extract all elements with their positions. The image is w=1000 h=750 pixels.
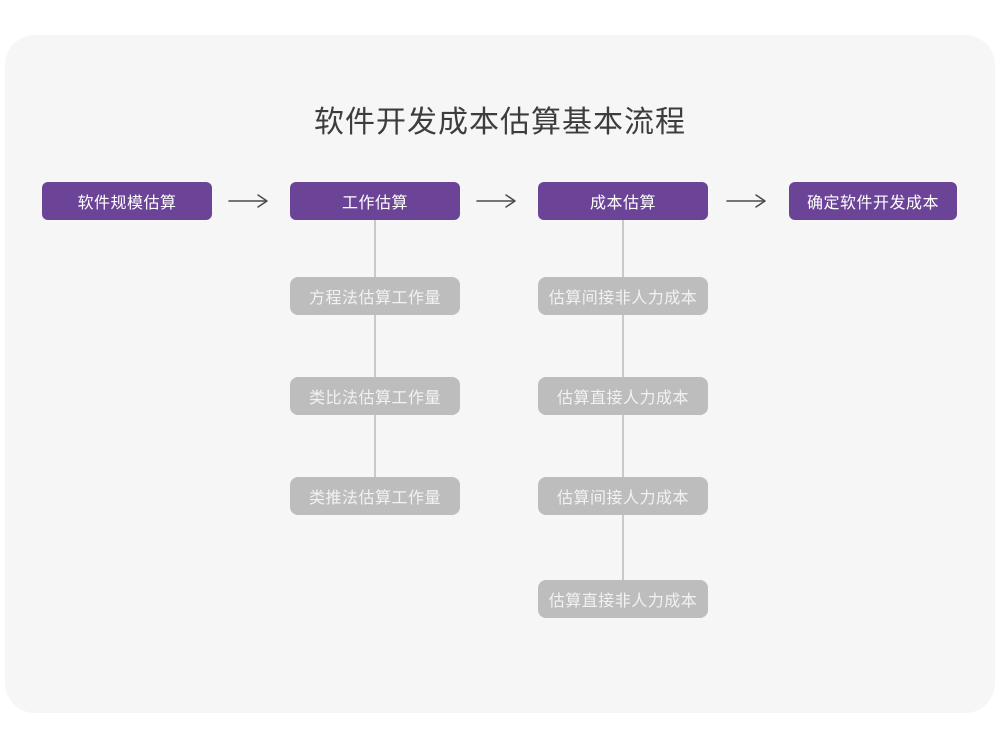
diagram-title: 软件开发成本估算基本流程 bbox=[314, 106, 686, 139]
stage-node-determine-development-cost: 确定软件开发成本 bbox=[789, 182, 957, 220]
cost-step-node-indirect-nonlabor: 估算间接非人力成本 bbox=[538, 277, 708, 315]
method-node-extrapolation: 类推法估算工作量 bbox=[290, 477, 460, 515]
method-node-analogy: 类比法估算工作量 bbox=[290, 377, 460, 415]
method-node-equation: 方程法估算工作量 bbox=[290, 277, 460, 315]
cost-step-node-direct-nonlabor: 估算直接非人力成本 bbox=[538, 580, 708, 618]
cost-step-node-indirect-labor: 估算间接人力成本 bbox=[538, 477, 708, 515]
stage-node-software-scale-estimation: 软件规模估算 bbox=[42, 182, 212, 220]
arrow-right-icon bbox=[476, 194, 516, 208]
stage-node-work-estimation: 工作估算 bbox=[290, 182, 460, 220]
arrow-right-icon bbox=[228, 194, 268, 208]
vertical-connector-work bbox=[374, 220, 376, 478]
diagram-card bbox=[5, 35, 995, 713]
stage-node-cost-estimation: 成本估算 bbox=[538, 182, 708, 220]
cost-step-node-direct-labor: 估算直接人力成本 bbox=[538, 377, 708, 415]
arrow-right-icon bbox=[726, 194, 766, 208]
